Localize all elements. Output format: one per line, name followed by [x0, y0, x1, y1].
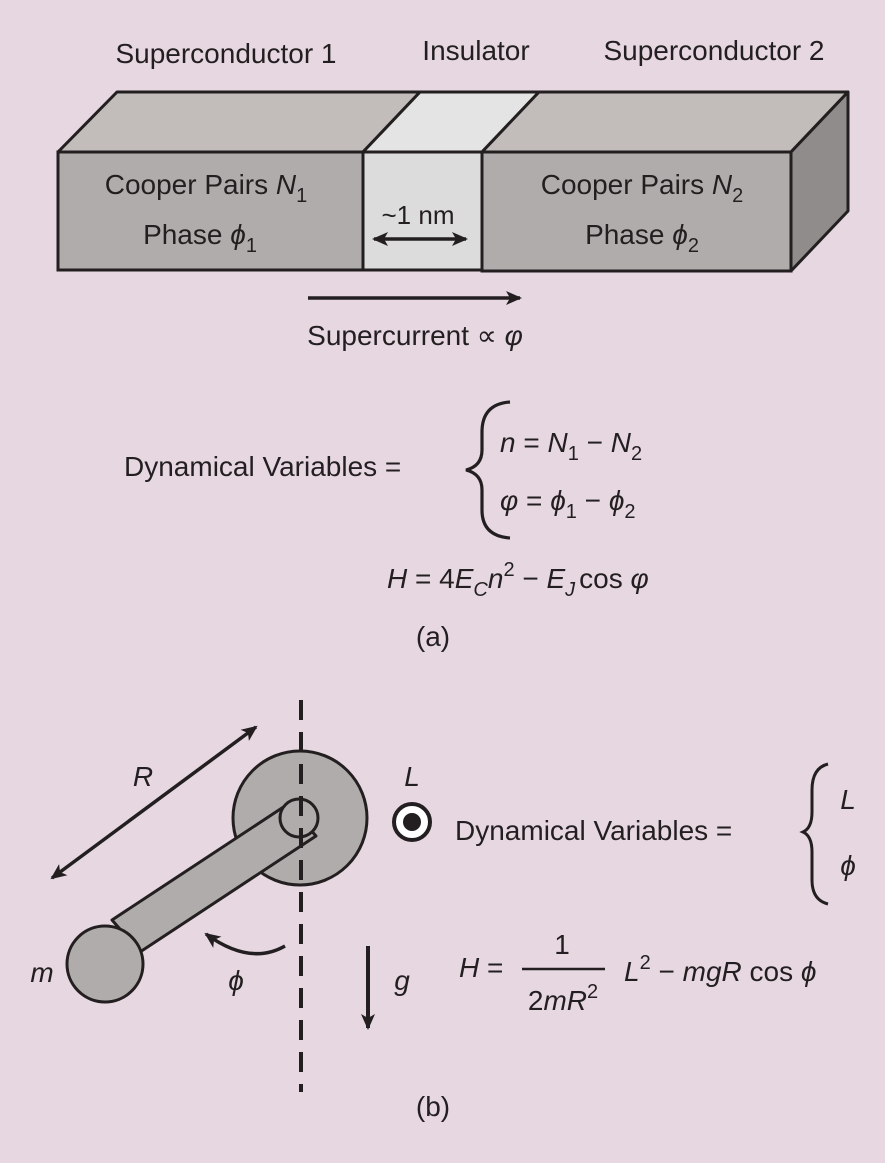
gravity-label: g — [394, 965, 410, 996]
superconductor2-label: Superconductor 2 — [603, 35, 824, 66]
equation-n: n = N1 − N2 — [500, 427, 642, 465]
dyn-var-L: L — [840, 784, 856, 815]
radius-label: R — [133, 761, 153, 792]
panel-b: R ϕ m g L Dynamical Variables = L ϕ H = — [30, 700, 856, 1122]
fraction-denominator: 2mR2 — [528, 981, 598, 1016]
caption-a: (a) — [416, 621, 450, 652]
superconductor1-front-face — [56, 150, 365, 272]
superconductor2-front-face — [480, 150, 793, 273]
panel-a: Superconductor 1 Insulator Superconducto… — [56, 35, 850, 652]
pendulum-mass — [65, 924, 145, 1004]
fraction-numerator: 1 — [554, 929, 570, 960]
dynamical-variables-label-b: Dynamical Variables = — [455, 815, 732, 846]
mass-label: m — [30, 957, 53, 988]
hamiltonian-b-lhs: H = — [459, 952, 503, 983]
brace-a-icon — [465, 400, 511, 540]
superconductor1-top-face — [56, 90, 422, 154]
insulator-label: Insulator — [422, 35, 529, 66]
radius-double-arrow-icon — [50, 725, 258, 880]
equation-phi: φ = ϕ1 − ϕ2 — [500, 485, 636, 523]
dyn-var-phi: ϕ — [840, 850, 856, 881]
angular-momentum-label: L — [404, 761, 420, 792]
superconductor2-top-face — [480, 90, 850, 154]
brace-b-icon — [799, 762, 829, 906]
supercurrent-label: Supercurrent ∝ φ — [307, 320, 523, 351]
angle-label: ϕ — [228, 965, 244, 996]
gap-width-label: ~1 nm — [382, 200, 455, 230]
superconductor1-label: Superconductor 1 — [115, 38, 336, 69]
hamiltonian-b-rhs: L2 − mgR cos ϕ — [624, 952, 816, 987]
angle-arc-arrow-icon — [204, 932, 286, 956]
block2-phase: Phase ϕ2 — [585, 219, 699, 257]
dynamical-variables-label-a: Dynamical Variables = — [124, 451, 401, 482]
caption-b: (b) — [416, 1091, 450, 1122]
block1-phase: Phase ϕ1 — [143, 219, 257, 257]
out-of-page-dot-icon — [403, 813, 421, 831]
block1-cooper-pairs: Cooper Pairs N1 — [105, 169, 308, 207]
block2-cooper-pairs: Cooper Pairs N2 — [541, 169, 744, 207]
